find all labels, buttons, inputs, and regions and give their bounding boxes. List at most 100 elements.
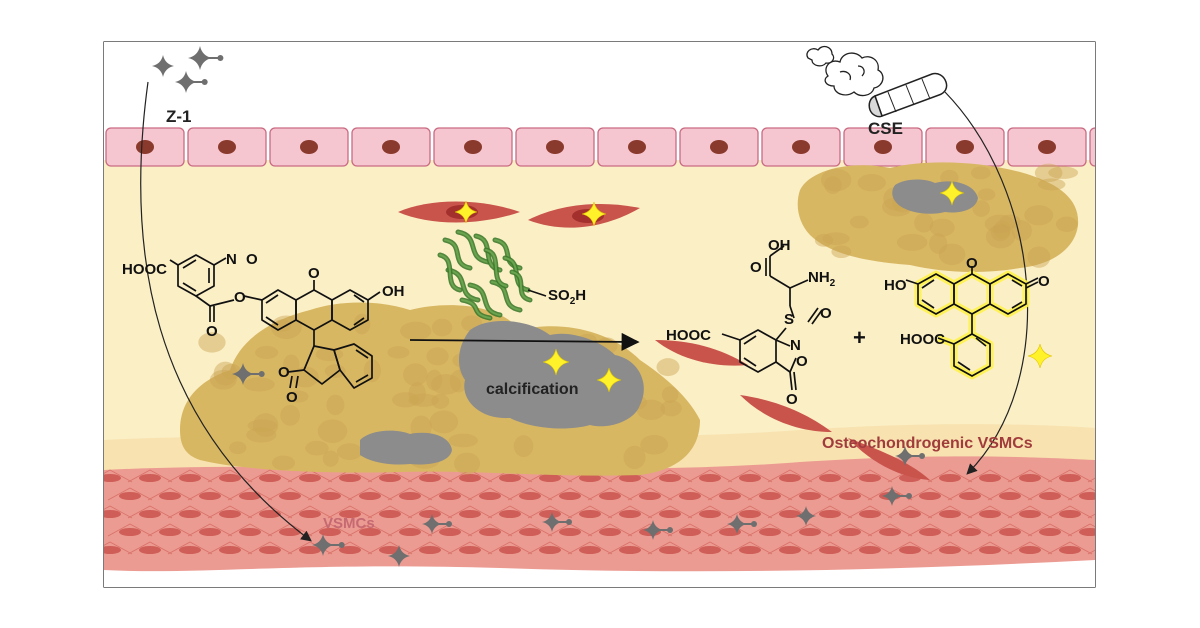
- muscle-nucleus: [979, 474, 1001, 482]
- endothelial-nucleus: [382, 140, 400, 154]
- muscle-nucleus: [104, 510, 121, 518]
- muscle-nucleus: [879, 528, 901, 536]
- plaque-lipid-droplet: [857, 174, 886, 192]
- muscle-fiber: [587, 523, 633, 537]
- muscle-nucleus: [1019, 510, 1041, 518]
- muscle-nucleus: [859, 474, 881, 482]
- muscle-fiber: [487, 505, 533, 519]
- muscle-nucleus: [419, 510, 441, 518]
- muscle-fiber: [327, 505, 373, 519]
- plaque-lipid-droplet: [322, 450, 339, 467]
- endothelial-nucleus: [956, 140, 974, 154]
- muscle-nucleus: [399, 492, 421, 500]
- muscle-nucleus: [339, 474, 361, 482]
- muscle-nucleus: [1059, 510, 1081, 518]
- muscle-fiber: [547, 487, 593, 501]
- muscle-fiber: [1047, 469, 1093, 483]
- muscle-fiber: [267, 487, 313, 501]
- muscle-fiber: [367, 505, 413, 519]
- muscle-nucleus: [419, 474, 441, 482]
- endothelial-nucleus: [300, 140, 318, 154]
- muscle-fiber: [487, 541, 533, 555]
- muscle-fiber: [807, 541, 853, 555]
- plaque-lipid-droplet: [984, 214, 1015, 234]
- muscle-nucleus: [579, 546, 601, 554]
- muscle-nucleus: [239, 528, 261, 536]
- plaque-lipid-droplet: [291, 366, 319, 388]
- plaque-lipid-droplet: [929, 233, 948, 254]
- product-ring-o-label: O: [796, 353, 808, 370]
- muscle-fiber: [227, 523, 273, 537]
- muscle-nucleus: [679, 492, 701, 500]
- plaque-lipid-droplet: [1027, 246, 1051, 268]
- muscle-fiber: [247, 541, 293, 555]
- sparkle-dot: [919, 453, 925, 459]
- muscle-nucleus: [619, 510, 641, 518]
- probe-ring-o-label: O: [308, 265, 320, 282]
- muscle-nucleus: [919, 528, 941, 536]
- muscle-fiber: [747, 487, 793, 501]
- muscle-nucleus: [619, 546, 641, 554]
- probe-ester-o-label: O: [234, 289, 246, 306]
- muscle-fiber: [227, 487, 273, 501]
- sparkle-icon: [422, 514, 442, 534]
- muscle-nucleus: [179, 510, 201, 518]
- muscle-nucleus: [179, 546, 201, 554]
- muscle-nucleus: [819, 546, 841, 554]
- muscle-fiber: [527, 505, 573, 519]
- muscle-nucleus: [379, 474, 401, 482]
- plaque-lipid-droplet: [938, 243, 966, 266]
- muscle-fiber: [187, 523, 233, 537]
- muscle-nucleus: [399, 528, 421, 536]
- endothelial-nucleus: [710, 140, 728, 154]
- muscle-nucleus: [1059, 474, 1081, 482]
- protein-helix-highlight: [469, 284, 501, 316]
- muscle-fiber: [167, 469, 213, 483]
- muscle-nucleus: [639, 492, 661, 500]
- muscle-fiber: [707, 487, 753, 501]
- muscle-fiber: [887, 541, 933, 555]
- muscle-nucleus: [159, 492, 181, 500]
- muscle-nucleus: [899, 546, 921, 554]
- muscle-fiber: [107, 523, 153, 537]
- sparkle-icon: [188, 46, 212, 70]
- probe-acid-label: HOOC: [122, 261, 167, 278]
- muscle-fiber: [147, 487, 193, 501]
- sparkle-icon: [727, 514, 747, 534]
- muscle-nucleus: [219, 546, 241, 554]
- muscle-nucleus: [1079, 492, 1095, 500]
- sparkle-dot: [906, 493, 912, 499]
- muscle-nucleus: [199, 492, 221, 500]
- muscle-fiber: [447, 541, 493, 555]
- muscle-nucleus: [579, 474, 601, 482]
- muscle-nucleus: [659, 510, 681, 518]
- muscle-nucleus: [519, 528, 541, 536]
- plaque-lipid-droplet: [448, 433, 478, 448]
- endothelium-layer: [105, 127, 1095, 167]
- plaque-lipid-droplet: [985, 224, 1016, 249]
- muscle-fiber: [927, 469, 973, 483]
- sparkle-icon: [895, 446, 915, 466]
- muscle-nucleus: [1079, 528, 1095, 536]
- muscle-fiber: [407, 541, 453, 555]
- muscle-fiber: [104, 469, 133, 483]
- plaque-lipid-droplet: [426, 347, 449, 366]
- sparkle-icon: [542, 348, 570, 376]
- muscle-fiber: [647, 469, 693, 483]
- muscle-fiber: [1108, 524, 1152, 536]
- fluorescein-ketone-label: O: [1038, 273, 1050, 290]
- plaque-lipid-droplet: [399, 321, 432, 341]
- muscle-nucleus: [1039, 528, 1061, 536]
- plaque-lipid-droplet: [305, 440, 329, 456]
- smoke-icon: [806, 45, 884, 97]
- muscle-nucleus: [899, 510, 921, 518]
- protein-sulfonic-label: SO2H: [548, 287, 586, 307]
- muscle-nucleus: [779, 546, 801, 554]
- muscle-nucleus: [299, 510, 321, 518]
- muscle-fiber: [687, 505, 733, 519]
- muscle-fiber: [207, 469, 253, 483]
- muscle-nucleus: [739, 510, 761, 518]
- muscle-fiber: [467, 487, 513, 501]
- muscle-nucleus: [979, 510, 1001, 518]
- plaque-lipid-droplet: [198, 332, 226, 353]
